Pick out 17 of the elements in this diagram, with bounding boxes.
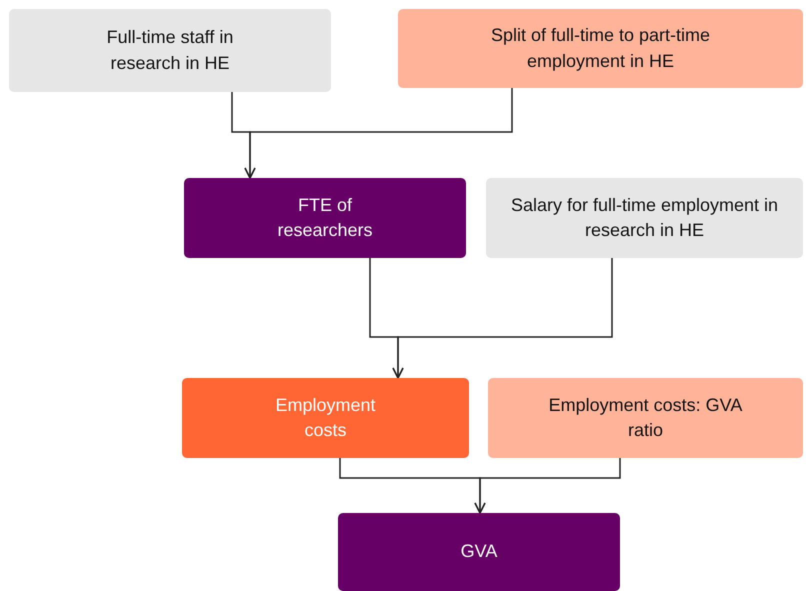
connector-arrow [392, 258, 613, 379]
box-label: Split of full-time to part-time employment in HE [490, 24, 712, 73]
input-box [486, 178, 803, 258]
box-label: GVA [460, 540, 498, 564]
input-box [9, 9, 331, 92]
box-label: Salary for full-time employment in research in HE [510, 194, 780, 242]
output-box [338, 513, 620, 591]
input-box [488, 378, 803, 458]
process-box [182, 378, 469, 458]
box-label: Employment costs [274, 394, 377, 442]
connector-arrow [474, 458, 621, 514]
box-label: Employment costs: GVA ratio [548, 394, 744, 442]
box-label: FTE of researchers [276, 194, 374, 242]
connector-arrow [244, 88, 513, 179]
input-box [398, 9, 803, 88]
process-box [184, 178, 466, 258]
box-label: Full-time staff in research in HE [106, 26, 234, 74]
